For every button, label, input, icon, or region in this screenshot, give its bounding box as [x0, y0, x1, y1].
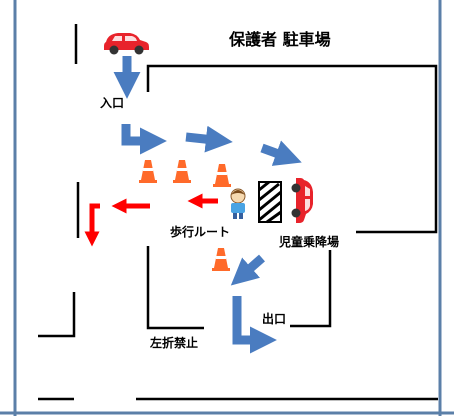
traffic-cone-icon [213, 164, 231, 187]
arrow-icon [84, 203, 100, 247]
arrow-icon [230, 254, 265, 286]
entrance-label: 入口 [100, 96, 125, 110]
wall-left-bottom [38, 292, 76, 338]
traffic-cone-icon [212, 248, 230, 271]
arrow-icon [121, 124, 167, 155]
walking-route-arrows [84, 193, 218, 247]
car-icon [104, 33, 149, 55]
arrow-icon [260, 140, 302, 166]
wall-outer-right [146, 64, 438, 234]
arrow-icon [185, 125, 233, 153]
wall-exit [290, 250, 332, 328]
page-title: 保護者 駐車場 [229, 30, 331, 49]
exit-label: 出口 [262, 312, 287, 326]
child-icon [230, 188, 246, 219]
wall-no-left-turn [146, 246, 204, 330]
traffic-flow-arrows [113, 56, 302, 354]
crosswalk-icon [258, 180, 282, 224]
parking-walls [38, 24, 438, 401]
no-left-turn-label: 左折禁止 [150, 336, 199, 350]
car-icon [291, 178, 313, 223]
dropoff-area-label: 児童乗降場 [279, 235, 340, 249]
walking-route-label: 歩行ルート [170, 225, 231, 239]
traffic-cone-icon [139, 160, 157, 183]
arrow-icon [232, 296, 277, 354]
traffic-cone-icon [173, 160, 191, 183]
